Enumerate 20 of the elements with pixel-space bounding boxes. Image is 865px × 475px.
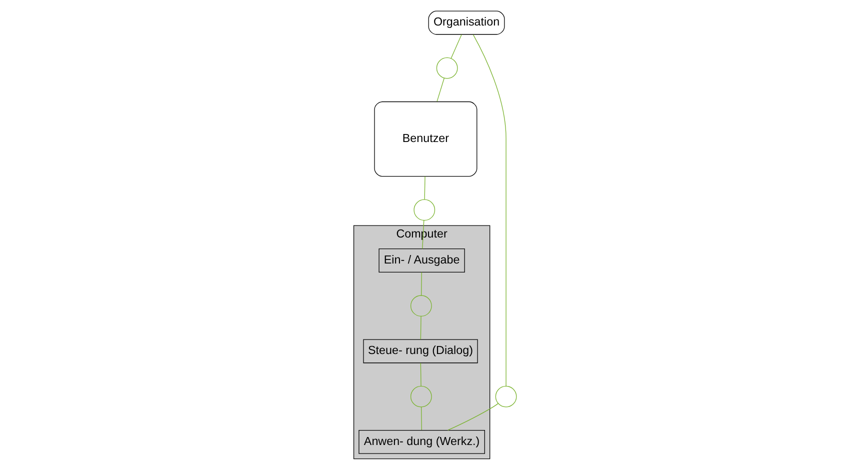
- connector: [420, 362, 422, 386]
- node-circle: [495, 386, 517, 408]
- node-circle: [414, 199, 436, 221]
- node-box: Anwen- dung (Werkz.): [358, 430, 485, 454]
- connector: [450, 34, 462, 59]
- connector: [448, 403, 499, 431]
- connector: [472, 34, 506, 386]
- node-box: Organisation: [428, 10, 505, 35]
- node-box: Benutzer: [374, 101, 478, 177]
- connector: [420, 272, 422, 296]
- connector: [420, 316, 422, 340]
- node-circle: [410, 295, 432, 317]
- node-circle: [436, 57, 458, 79]
- connector: [420, 406, 422, 430]
- node-circle: [410, 386, 432, 408]
- node-box: Ein- / Ausgabe: [378, 248, 465, 272]
- node-box: Steue- rung (Dialog): [363, 339, 478, 364]
- connector: [422, 220, 424, 250]
- connector: [436, 78, 445, 102]
- connector: [424, 176, 426, 200]
